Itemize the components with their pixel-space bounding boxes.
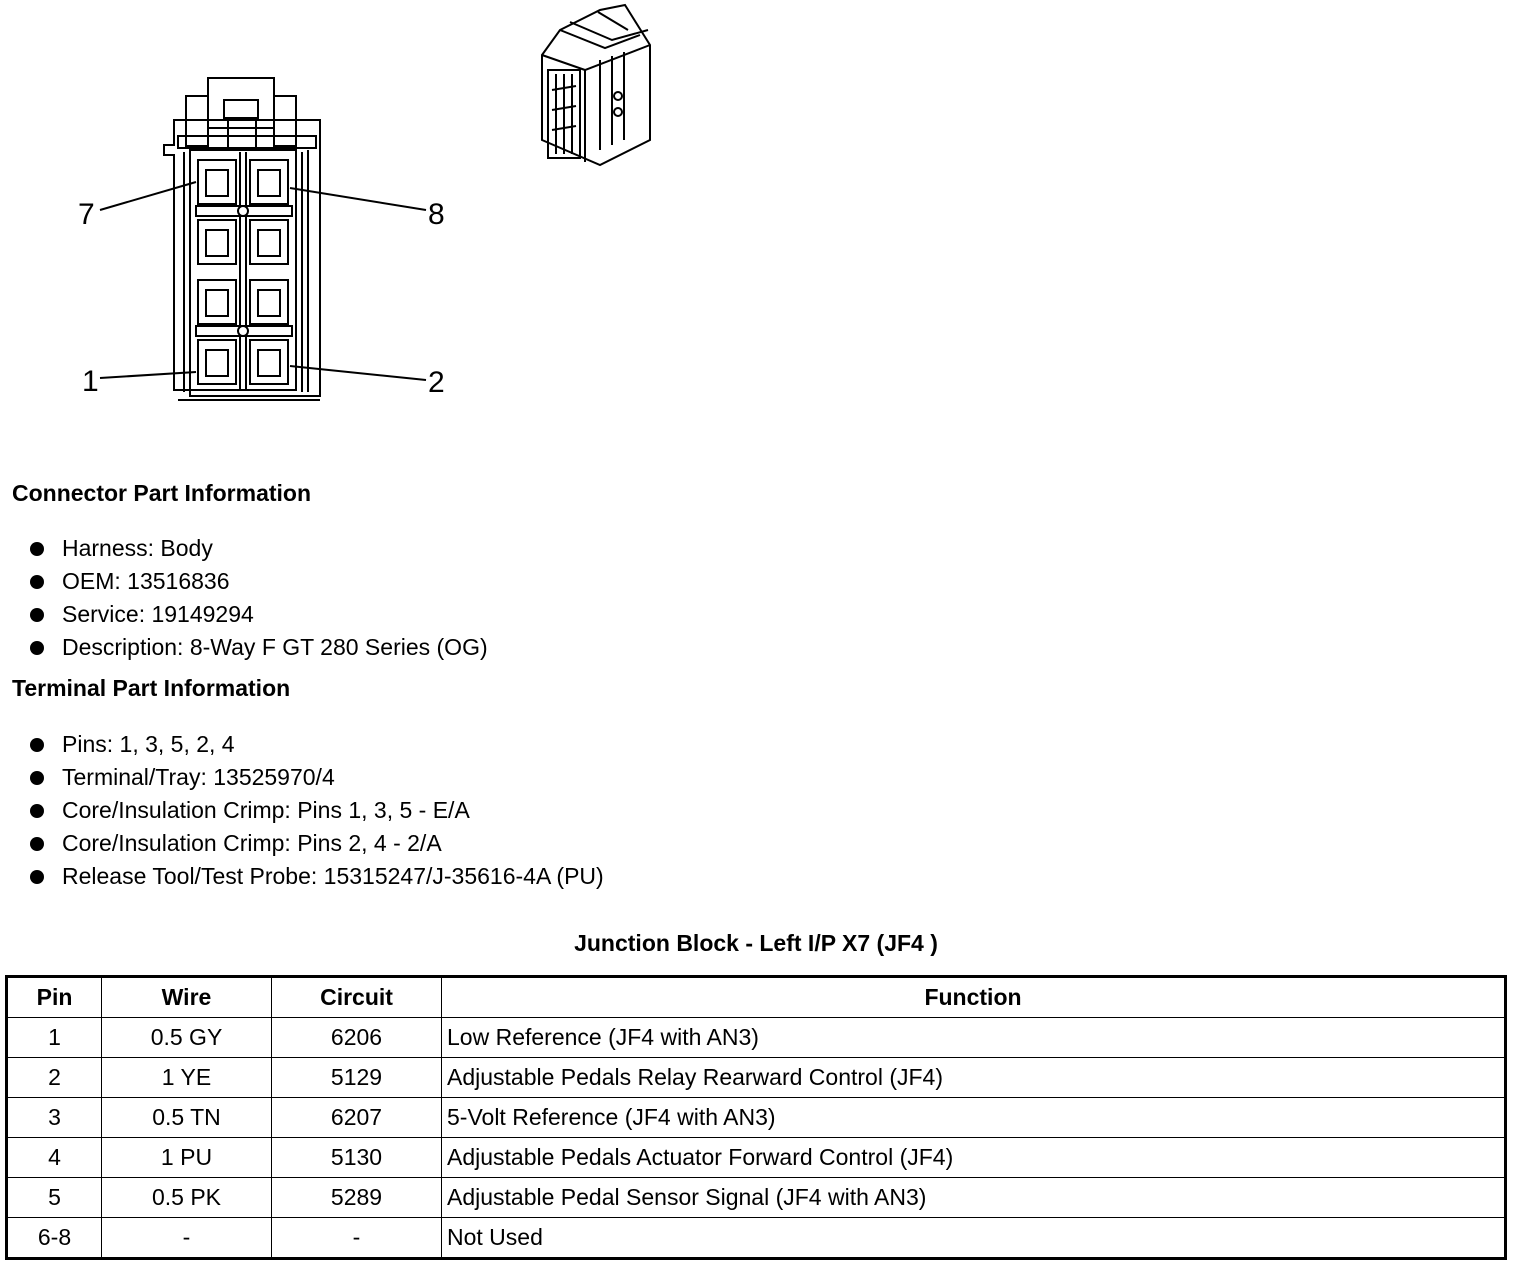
- pinout-table: Pin Wire Circuit Function 1 0.5 GY 6206 …: [5, 975, 1507, 1260]
- cell-circuit: 6206: [271, 1017, 442, 1058]
- terminal-info-list: Pins: 1, 3, 5, 2, 4 Terminal/Tray: 13525…: [30, 728, 604, 893]
- pin-label-8: 8: [428, 198, 445, 231]
- table-row: 3 0.5 TN 6207 5-Volt Reference (JF4 with…: [6, 1097, 1506, 1138]
- list-item-text: Service: 19149294: [62, 601, 254, 627]
- list-item-text: Pins: 1, 3, 5, 2, 4: [62, 731, 235, 757]
- list-item-text: Terminal/Tray: 13525970/4: [62, 764, 335, 790]
- list-item: Terminal/Tray: 13525970/4: [30, 761, 604, 794]
- cell-circuit: 5289: [271, 1177, 442, 1218]
- cell-function: Adjustable Pedal Sensor Signal (JF4 with…: [441, 1177, 1506, 1218]
- cell-pin: 5: [6, 1177, 102, 1218]
- list-item: Core/Insulation Crimp: Pins 1, 3, 5 - E/…: [30, 794, 604, 827]
- cell-circuit: 6207: [271, 1097, 442, 1138]
- list-item-text: Harness: Body: [62, 535, 213, 561]
- cell-wire: 0.5 PK: [101, 1177, 272, 1218]
- list-item-text: Description: 8-Way F GT 280 Series (OG): [62, 634, 488, 660]
- header-pin: Pin: [6, 976, 102, 1018]
- list-item: Harness: Body: [30, 532, 488, 565]
- pin-label-1: 1: [82, 365, 99, 398]
- list-item: Description: 8-Way F GT 280 Series (OG): [30, 631, 488, 664]
- bullet-icon: [30, 771, 44, 785]
- list-item: Service: 19149294: [30, 598, 488, 631]
- list-item-text: Core/Insulation Crimp: Pins 2, 4 - 2/A: [62, 830, 442, 856]
- list-item: Pins: 1, 3, 5, 2, 4: [30, 728, 604, 761]
- cell-pin: 6-8: [6, 1217, 102, 1259]
- header-circuit: Circuit: [271, 976, 442, 1018]
- terminal-info-heading: Terminal Part Information: [12, 675, 291, 701]
- list-item-text: OEM: 13516836: [62, 568, 230, 594]
- cell-wire: 0.5 GY: [101, 1017, 272, 1058]
- bullet-icon: [30, 870, 44, 884]
- cell-circuit: -: [271, 1217, 442, 1259]
- table-header-row: Pin Wire Circuit Function: [6, 976, 1506, 1018]
- cell-function: Adjustable Pedals Relay Rearward Control…: [441, 1057, 1506, 1098]
- list-item-text: Release Tool/Test Probe: 15315247/J-3561…: [62, 863, 604, 889]
- bullet-icon: [30, 575, 44, 589]
- cell-pin: 2: [6, 1057, 102, 1098]
- cell-wire: -: [101, 1217, 272, 1259]
- cell-pin: 1: [6, 1017, 102, 1058]
- table-row: 1 0.5 GY 6206 Low Reference (JF4 with AN…: [6, 1017, 1506, 1058]
- cell-function: Low Reference (JF4 with AN3): [441, 1017, 1506, 1058]
- list-item: Release Tool/Test Probe: 15315247/J-3561…: [30, 860, 604, 893]
- cell-wire: 1 PU: [101, 1137, 272, 1178]
- cell-function: Not Used: [441, 1217, 1506, 1259]
- bullet-icon: [30, 542, 44, 556]
- list-item: OEM: 13516836: [30, 565, 488, 598]
- table-title: Junction Block - Left I/P X7 (JF4 ): [574, 930, 938, 956]
- table-row: 5 0.5 PK 5289 Adjustable Pedal Sensor Si…: [6, 1177, 1506, 1218]
- cell-function: Adjustable Pedals Actuator Forward Contr…: [441, 1137, 1506, 1178]
- cell-circuit: 5130: [271, 1137, 442, 1178]
- table-row: 6-8 - - Not Used: [6, 1217, 1506, 1259]
- table-row: 4 1 PU 5130 Adjustable Pedals Actuator F…: [6, 1137, 1506, 1178]
- connector-info-list: Harness: Body OEM: 13516836 Service: 191…: [30, 532, 488, 664]
- list-item: Core/Insulation Crimp: Pins 2, 4 - 2/A: [30, 827, 604, 860]
- cell-pin: 4: [6, 1137, 102, 1178]
- header-function: Function: [441, 976, 1506, 1018]
- cell-wire: 1 YE: [101, 1057, 272, 1098]
- bullet-icon: [30, 837, 44, 851]
- connector-info-heading: Connector Part Information: [12, 480, 312, 506]
- bullet-icon: [30, 804, 44, 818]
- cell-function: 5-Volt Reference (JF4 with AN3): [441, 1097, 1506, 1138]
- bullet-icon: [30, 641, 44, 655]
- cell-circuit: 5129: [271, 1057, 442, 1098]
- connector-isometric-diagram: [541, 3, 651, 167]
- connector-face-diagram: [99, 77, 427, 401]
- pin-label-2: 2: [428, 366, 445, 399]
- cell-wire: 0.5 TN: [101, 1097, 272, 1138]
- cell-pin: 3: [6, 1097, 102, 1138]
- table-row: 2 1 YE 5129 Adjustable Pedals Relay Rear…: [6, 1057, 1506, 1098]
- list-item-text: Core/Insulation Crimp: Pins 1, 3, 5 - E/…: [62, 797, 470, 823]
- pin-label-7: 7: [78, 198, 95, 231]
- bullet-icon: [30, 608, 44, 622]
- header-wire: Wire: [101, 976, 272, 1018]
- bullet-icon: [30, 738, 44, 752]
